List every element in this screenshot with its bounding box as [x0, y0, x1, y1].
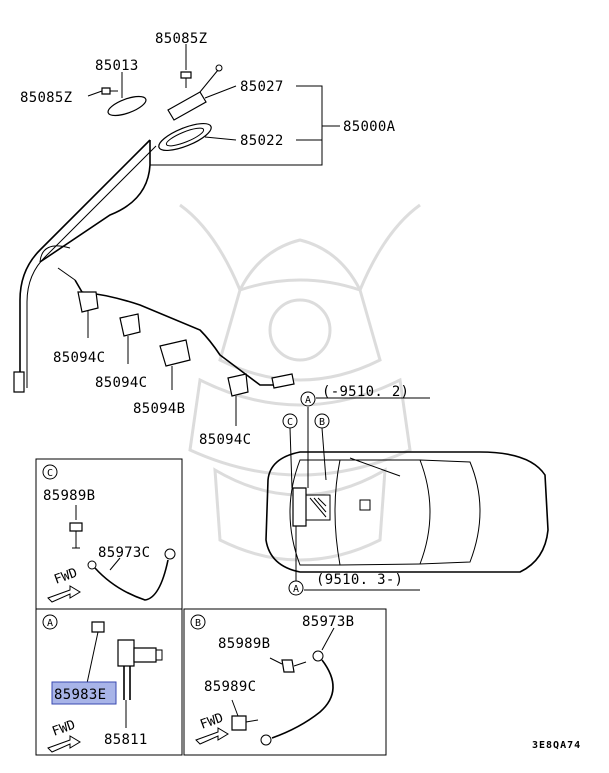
label-85811: 85811 [104, 732, 148, 748]
label-85013: 85013 [95, 58, 139, 74]
clip-85094C-1 [77, 291, 99, 313]
clip-85094B [159, 339, 191, 367]
gasket-85022 [158, 122, 212, 152]
bolt-85085Z-left [101, 87, 111, 95]
label-85094C-2: 85094C [95, 375, 147, 391]
svg-text:C: C [287, 417, 293, 428]
fwd-label-a: FWD [50, 718, 77, 740]
watermark-logo [179, 203, 421, 562]
svg-text:C: C [47, 468, 53, 479]
label-85000A: 85000A [343, 119, 396, 135]
label-85989B-c: 85989B [43, 488, 95, 504]
svg-text:B: B [319, 417, 325, 428]
date-from: (9510. 3-) [316, 572, 403, 588]
fwd-label-b: FWD [198, 711, 225, 733]
label-85094C-1: 85094C [53, 350, 105, 366]
label-85085Z-top: 85085Z [155, 31, 207, 47]
label-85989B-b: 85989B [218, 636, 270, 652]
diagram-code: 3E8QA74 [532, 740, 581, 751]
fwd-label-c: FWD [52, 566, 79, 588]
amplifier-box [292, 487, 307, 527]
label-85983E[interactable]: 85983E [54, 687, 106, 703]
label-85973B: 85973B [302, 614, 354, 630]
bolt-85085Z-top [180, 71, 192, 79]
detail-box-a: A [35, 608, 183, 756]
svg-text:B: B [195, 618, 201, 629]
antenna-assembly [13, 64, 295, 397]
svg-text:A: A [305, 395, 311, 406]
antenna-base-85027 [167, 91, 207, 121]
highlight-85983E[interactable] [51, 681, 117, 705]
callout-b-car: B [314, 413, 330, 429]
gasket-85013 [107, 95, 147, 117]
label-85989C: 85989C [204, 679, 256, 695]
svg-text:A: A [293, 584, 299, 595]
car-outline [265, 397, 549, 591]
clip-85094C-3 [227, 373, 249, 397]
label-85094B: 85094B [133, 401, 185, 417]
detail-box-b: B [183, 608, 387, 756]
label-85094C-3: 85094C [199, 432, 251, 448]
callout-a-bottom: A [288, 580, 304, 596]
date-until: (-9510. 2) [322, 384, 409, 400]
callout-c-car: C [282, 413, 298, 429]
clip-85094C-2 [119, 313, 141, 337]
svg-text:A: A [47, 618, 53, 629]
label-85022: 85022 [240, 133, 284, 149]
label-85027: 85027 [240, 79, 284, 95]
leader-lines-top [87, 44, 340, 426]
label-85973C: 85973C [98, 545, 150, 561]
label-85085Z-left: 85085Z [20, 90, 72, 106]
callout-a-top: A [300, 391, 316, 407]
